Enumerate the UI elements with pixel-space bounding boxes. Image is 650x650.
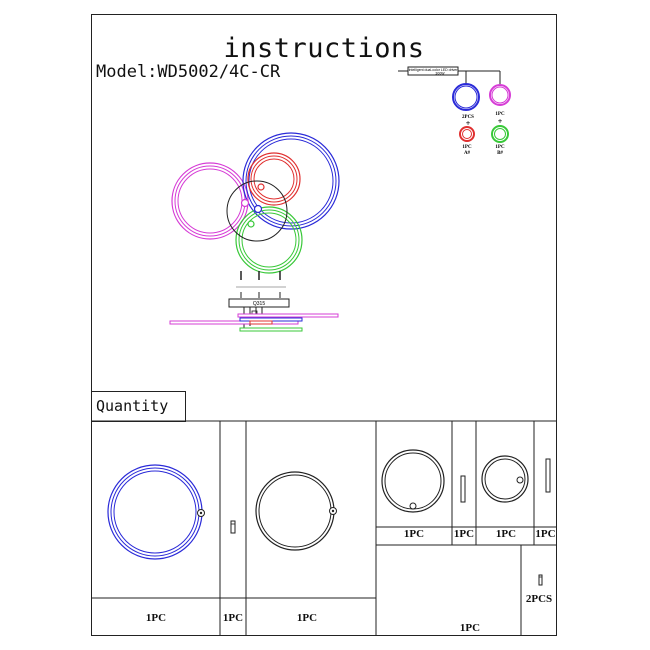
- large-blue-ring-illustration: [107, 464, 205, 560]
- medium-rod-illustration: [460, 475, 466, 503]
- canopy-plate: [228, 298, 290, 308]
- wiring-red-ring: [459, 126, 475, 142]
- qty-large-blue-ring: 1PC: [145, 612, 167, 624]
- qty-bolt: 1PC: [222, 612, 244, 624]
- screws-illustration: [538, 574, 543, 586]
- large-black-ring-illustration: [255, 471, 337, 551]
- blue-group-red-count: 1PC: [462, 145, 472, 150]
- fixture-front-view: [171, 132, 340, 274]
- medium-ring-illustration: [381, 449, 445, 513]
- qty-large-black-ring: 1PC: [296, 612, 318, 624]
- qty-screws: 2PCS: [525, 593, 553, 605]
- magenta-group-green-count: 1PC: [495, 145, 505, 150]
- magenta-group-code: B#: [497, 151, 503, 156]
- wiring-diagram: Intelligent dual-color LED driver 300W 2…: [398, 66, 511, 156]
- qty-small-ring: 1PC: [495, 528, 517, 540]
- canopy-plate-label: Q315: [253, 301, 265, 307]
- bolt-illustration: [230, 520, 236, 534]
- wiring-magenta-ring: [489, 84, 511, 106]
- qty-small-rod: 1PC: [535, 528, 556, 540]
- wiring-green-ring: [491, 125, 509, 143]
- blue-group-code: A#: [464, 151, 471, 156]
- driver-sub: 300W: [435, 72, 445, 76]
- driver-label: Intelligent dual-color LED driver: [409, 68, 459, 72]
- blue-group-plus: +: [466, 119, 471, 128]
- small-ring-illustration: [481, 455, 529, 503]
- qty-medium-ring: 1PC: [403, 528, 425, 540]
- quantity-table: [91, 420, 557, 636]
- blue-group-count: 2PCS: [462, 115, 474, 120]
- magenta-group-plus: +: [498, 117, 503, 126]
- small-rod-illustration: [545, 458, 551, 493]
- qty-medium-rod: 1PC: [453, 528, 475, 540]
- page-title: instructions: [223, 33, 425, 64]
- qty-bottom: 1PC: [459, 622, 481, 634]
- model-number: Model:WD5002/4C-CR: [96, 62, 281, 82]
- wiring-blue-ring: [452, 83, 480, 111]
- fixture-side-view: Q315: [169, 271, 339, 332]
- instruction-sheet: instructions Model:WD5002/4C-CR Quantity: [91, 14, 557, 636]
- magenta-group-count: 1PC: [495, 112, 505, 117]
